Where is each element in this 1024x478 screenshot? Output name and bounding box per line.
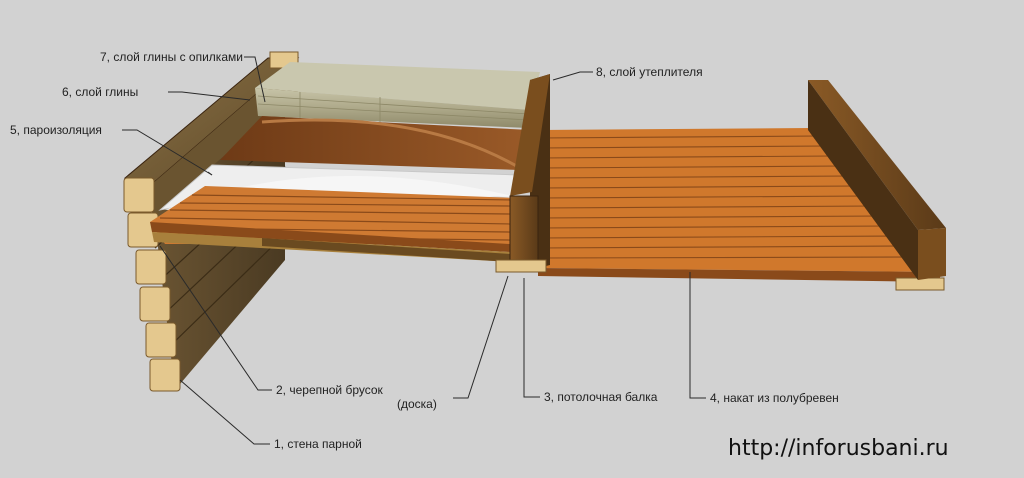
leader-lines	[122, 56, 706, 445]
label-half-log-decking: 4, накат из полубревен	[710, 391, 839, 405]
clay-sawdust-layer	[255, 62, 540, 128]
label-vapor-barrier: 5, пароизоляция	[10, 123, 102, 137]
label-ceiling-beam: 3, потолочная балка	[544, 390, 658, 404]
far-ceiling-beam	[808, 80, 946, 280]
label-insulation-layer: 8, слой утеплителя	[596, 65, 703, 79]
site-watermark: http://inforusbani.ru	[728, 436, 949, 461]
label-clay-sawdust-layer: 7, слой глины с опилками	[100, 50, 243, 64]
wall-log-ends	[123, 177, 181, 392]
label-cranial-bar-note: (доска)	[397, 397, 437, 411]
half-log-decking-left	[150, 186, 515, 262]
clay-layer	[220, 116, 530, 170]
ceiling-beam	[495, 74, 550, 273]
label-cranial-bar: 2, черепной брусок	[276, 383, 384, 397]
label-steam-room-wall: 1, стена парной	[274, 437, 362, 451]
label-clay-layer: 6, слой глины	[62, 85, 138, 99]
